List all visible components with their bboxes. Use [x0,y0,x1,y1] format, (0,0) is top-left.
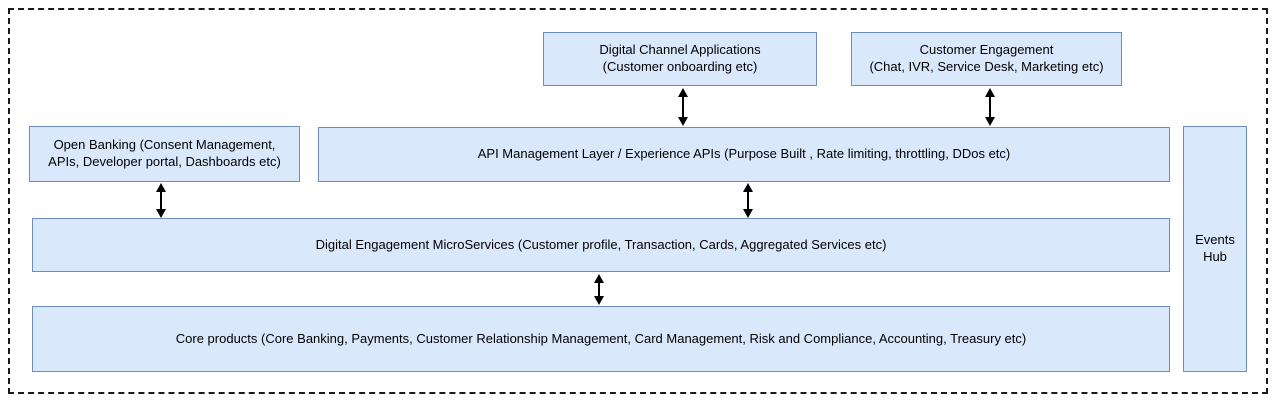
box-events-hub-label: Events Hub [1195,232,1235,264]
arrow-microservices-to-core-products [592,274,606,305]
box-api-management-layer: API Management Layer / Experience APIs (… [318,127,1170,182]
arrow-shaft [598,283,600,296]
box-digital-engagement-microservices: Digital Engagement MicroServices (Custom… [32,218,1170,272]
box-events-hub: Events Hub [1183,126,1247,372]
box-core-products-label: Core products (Core Banking, Payments, C… [175,330,1027,346]
arrow-up-icon [594,274,604,283]
box-digital-engagement-microservices-label: Digital Engagement MicroServices (Custom… [315,236,887,252]
arrow-digital-channel-to-api-management [676,88,690,126]
diagram-boundary [8,8,1268,394]
box-api-management-layer-label: API Management Layer / Experience APIs (… [477,146,1011,162]
box-customer-engagement: Customer Engagement (Chat, IVR, Service … [851,32,1122,86]
arrow-down-icon [985,117,995,126]
arrow-customer-engagement-to-api-management [983,88,997,126]
arrow-down-icon [743,209,753,218]
box-open-banking: Open Banking (Consent Management, APIs, … [29,126,300,182]
arrow-api-management-to-microservices [741,183,755,218]
arrow-down-icon [156,209,166,218]
arrow-up-icon [678,88,688,97]
arrow-shaft [682,97,684,117]
arrow-up-icon [156,183,166,192]
arrow-shaft [160,192,162,209]
arrow-up-icon [743,183,753,192]
arrow-down-icon [594,296,604,305]
box-digital-channel-applications-label: Digital Channel Applications (Customer o… [599,42,761,74]
arrow-shaft [989,97,991,117]
box-core-products: Core products (Core Banking, Payments, C… [32,306,1170,372]
arrow-down-icon [678,117,688,126]
arrow-shaft [747,192,749,209]
arrow-up-icon [985,88,995,97]
box-digital-channel-applications: Digital Channel Applications (Customer o… [543,32,817,86]
box-open-banking-label: Open Banking (Consent Management, APIs, … [48,137,281,169]
arrow-open-banking-to-microservices [154,183,168,218]
box-customer-engagement-label: Customer Engagement (Chat, IVR, Service … [869,42,1104,74]
